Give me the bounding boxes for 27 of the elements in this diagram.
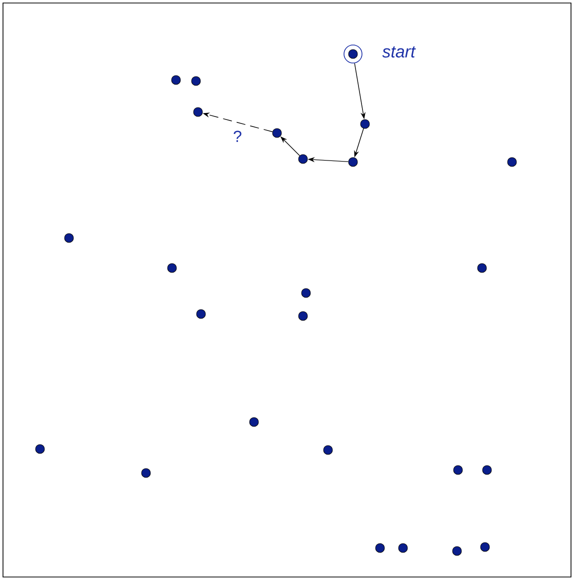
dot bbox=[171, 75, 181, 85]
dot bbox=[64, 233, 74, 243]
dot bbox=[453, 465, 463, 475]
dot bbox=[507, 157, 517, 167]
dot bbox=[360, 119, 370, 129]
edge-label: ? bbox=[234, 130, 242, 142]
dot bbox=[272, 128, 282, 138]
dot bbox=[249, 417, 259, 427]
dot bbox=[191, 76, 201, 86]
dot bbox=[193, 107, 203, 117]
dot bbox=[480, 542, 490, 552]
dot bbox=[375, 543, 385, 553]
node-caption: start bbox=[382, 46, 416, 58]
dot bbox=[301, 288, 311, 298]
dot bbox=[141, 468, 151, 478]
dot bbox=[477, 263, 487, 273]
dot bbox=[398, 543, 408, 553]
dot bbox=[323, 445, 333, 455]
ringed-dot bbox=[344, 44, 362, 64]
dot bbox=[35, 444, 45, 454]
dot bbox=[482, 465, 492, 475]
dot bbox=[348, 157, 358, 167]
dot bbox=[167, 263, 177, 273]
dot bbox=[298, 311, 308, 321]
dot bbox=[196, 309, 206, 319]
dot bbox=[452, 546, 462, 556]
dot bbox=[298, 154, 308, 164]
